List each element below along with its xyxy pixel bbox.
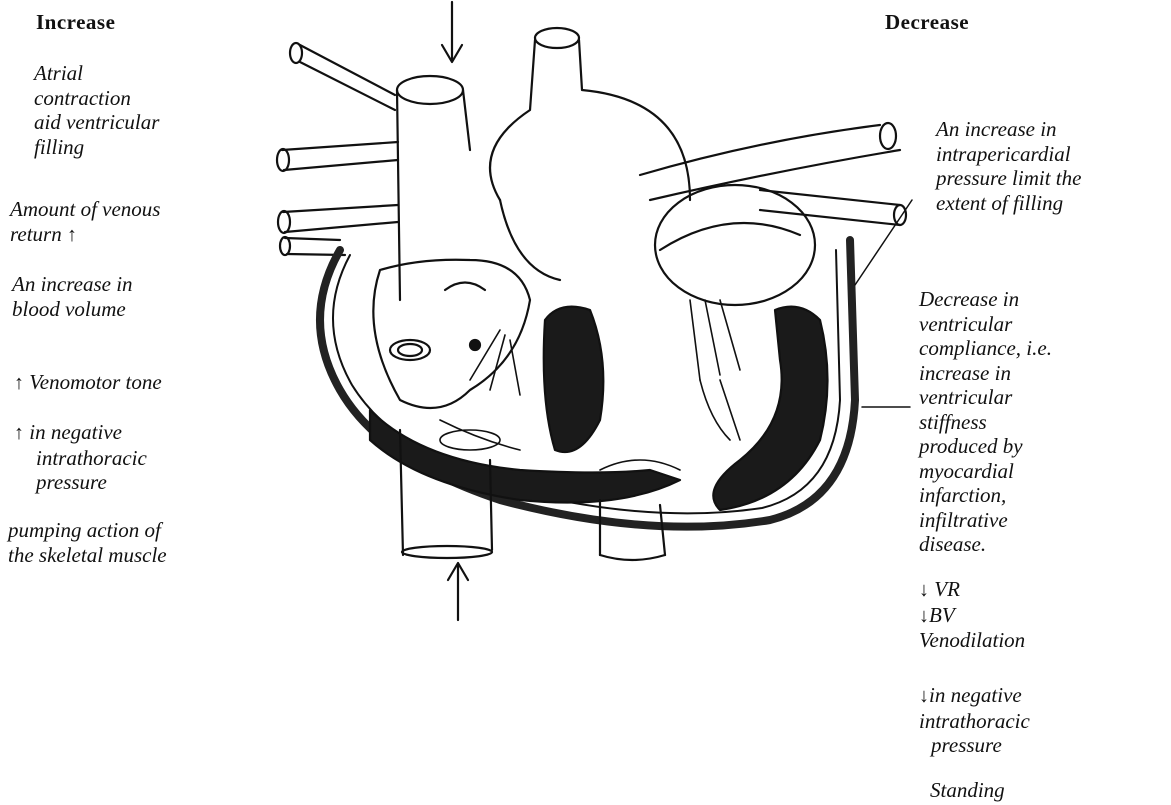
left-atrial-contraction: Atrial contraction aid ventricular filli… [34,61,159,159]
up-arrow-icon: ↑ [67,224,77,246]
increase-header: Increase [36,10,115,35]
right-standing: Standing [930,778,1005,803]
left-negative-intrathoracic: ↑ in negative intrathoracic pressure [14,420,147,495]
up-arrow-icon: ↑ [14,372,24,394]
pointer-lines [855,200,912,407]
pulmonary-veins-left [277,43,398,255]
aorta [490,28,690,280]
left-venous-return: Amount of venous return ↑ [10,197,160,247]
superior-vena-cava [397,76,470,300]
decrease-header: Decrease [885,10,969,35]
pulmonary-artery [640,123,906,225]
down-arrow-icon: ↓ [919,685,929,707]
right-negative-intrathoracic: ↓in negative intrathoracic pressure [919,683,1030,758]
up-arrow-icon: ↑ [14,422,24,444]
left-blood-volume: An increase in blood volume [12,272,133,321]
right-atrium [373,260,530,408]
left-atrium [655,185,815,305]
right-decrease-list: ↓ VR ↓BV Venodilation [919,577,1025,653]
right-ventricular-compliance: Decrease in ventricular compliance, i.e.… [919,287,1052,557]
left-pumping-action: pumping action of the skeletal muscle [8,518,167,567]
arrow-bottom-icon [448,563,468,620]
down-arrow-icon: ↓ [919,605,929,627]
right-intrapericardial: An increase in intrapericardial pressure… [936,117,1081,215]
left-venomotor-tone: ↑ Venomotor tone [14,370,162,396]
arrow-top-icon [442,2,462,62]
down-arrow-icon: ↓ [919,579,929,601]
